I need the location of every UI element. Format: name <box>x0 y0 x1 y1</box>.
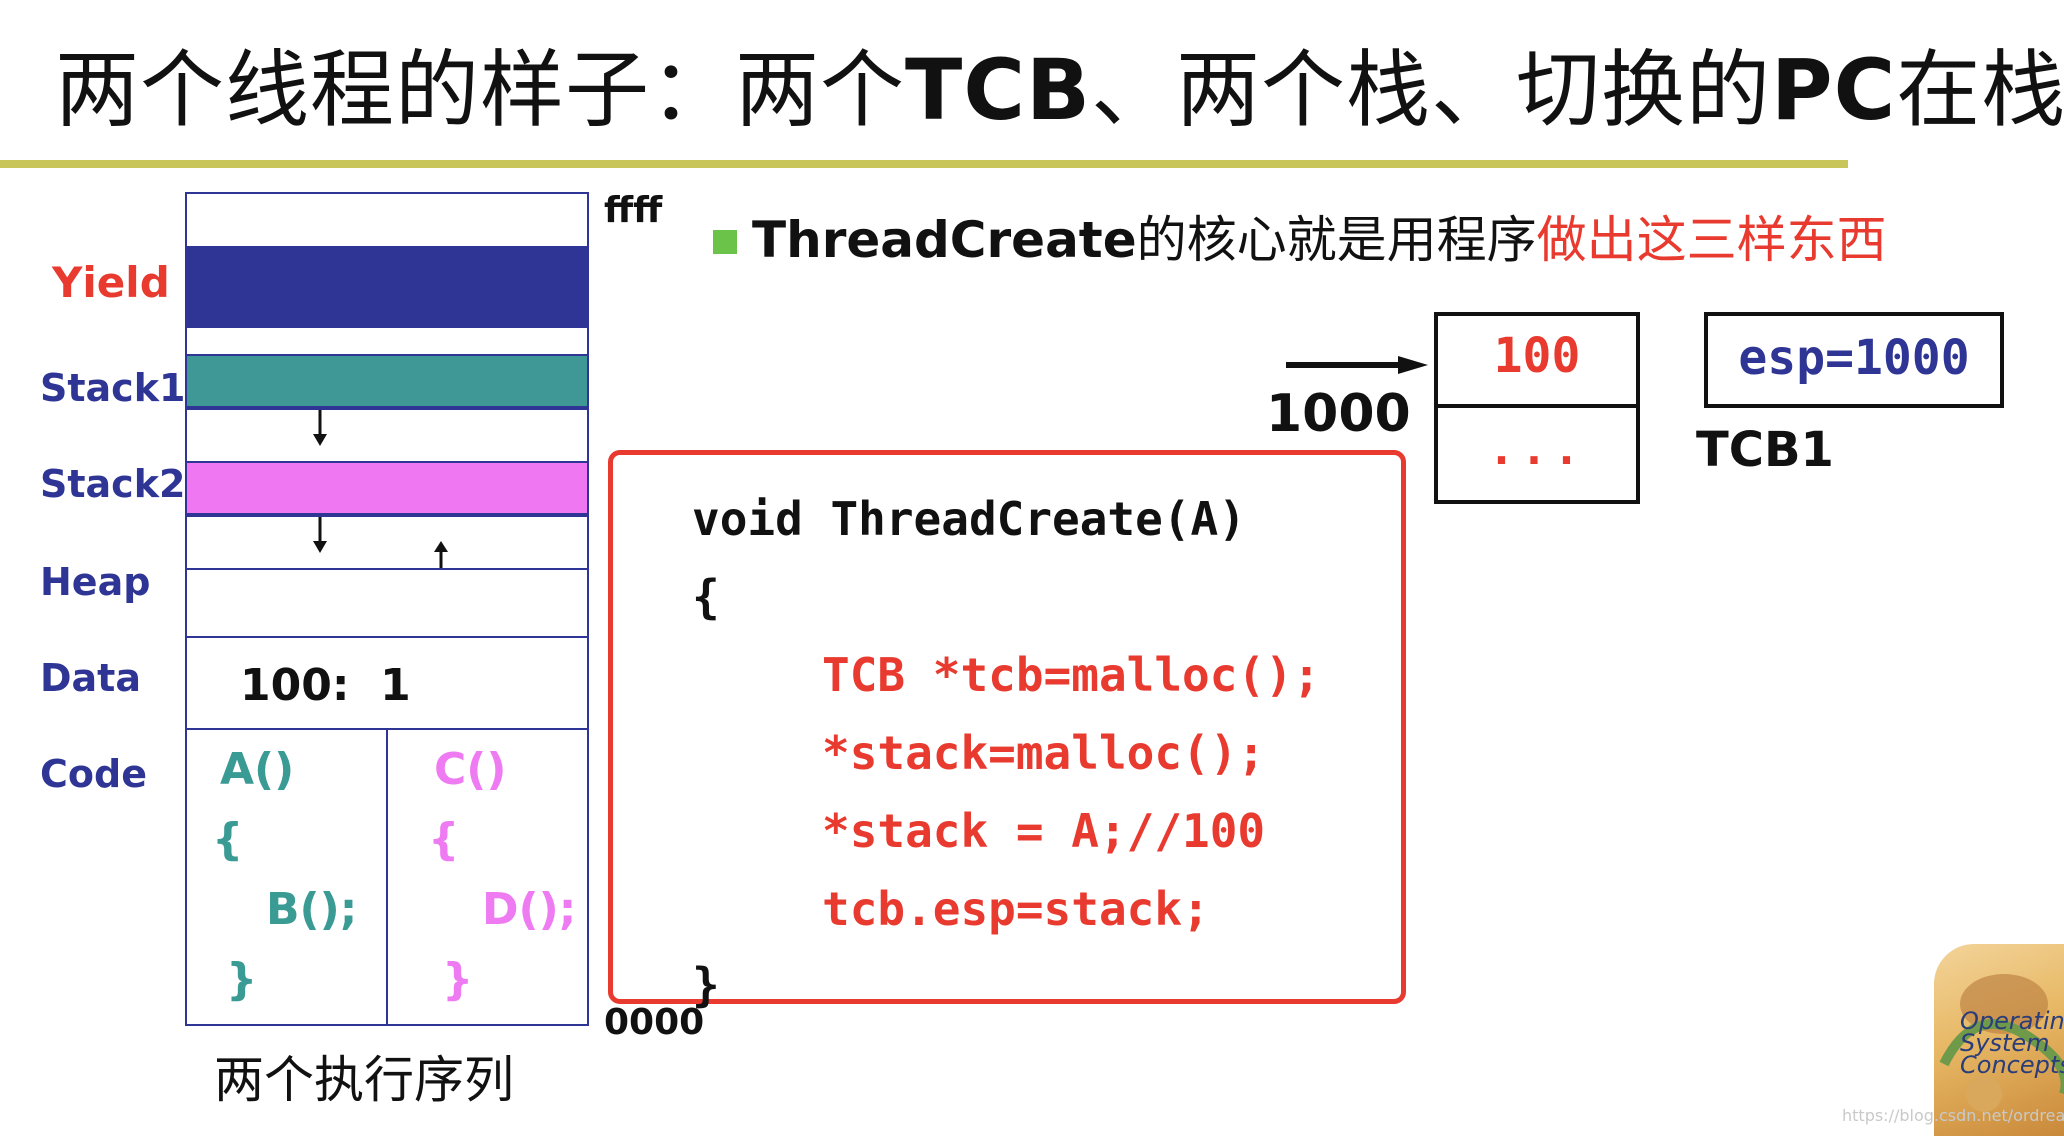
code-line-signature: void ThreadCreate(A) <box>692 492 1246 546</box>
code-line-stack-assign: *stack = A;//100 <box>822 804 1265 858</box>
separator <box>185 408 589 410</box>
memory-caption: 两个执行序列 <box>214 1040 514 1112</box>
label-heap: Heap <box>40 560 150 604</box>
code-func-a: A() <box>220 744 294 795</box>
code-call-d: D(); <box>482 884 576 935</box>
separator <box>185 568 589 570</box>
code-brace-open: { <box>212 814 243 865</box>
code-line-close-brace: } <box>692 958 720 1012</box>
label-stack1: Stack1 <box>40 366 185 410</box>
stack-grow-down-arrow-icon <box>308 517 332 555</box>
book-logo-text: Operating System Concepts <box>1960 1010 2064 1076</box>
tcb1-esp-value: esp=1000 <box>1704 330 2004 386</box>
code-brace-close: } <box>442 954 473 1005</box>
bullet-square-icon <box>713 230 737 254</box>
heap-grow-up-arrow-icon <box>429 540 453 568</box>
code-line-malloc-stack: *stack=malloc(); <box>822 726 1265 780</box>
pointer-arrow-icon <box>1286 350 1428 380</box>
stack-cell-top: 100 <box>1434 328 1640 384</box>
address-top: ffff <box>604 190 662 231</box>
separator <box>185 636 589 638</box>
code-divider <box>386 730 388 1026</box>
tcb1-label: TCB1 <box>1696 422 1834 478</box>
separator <box>185 515 589 517</box>
code-line-open-brace: { <box>692 570 720 624</box>
code-line-malloc-tcb: TCB *tcb=malloc(); <box>822 648 1321 702</box>
stack2-segment <box>185 461 589 515</box>
data-value: 100: 1 <box>240 660 411 711</box>
code-line-set-esp: tcb.esp=stack; <box>822 882 1210 936</box>
yield-segment <box>185 246 589 328</box>
label-stack2: Stack2 <box>40 462 185 506</box>
code-call-b: B(); <box>266 884 357 935</box>
address-bottom: 0000 <box>604 1002 704 1043</box>
code-brace-open: { <box>428 814 459 865</box>
title-underline <box>0 160 1848 168</box>
label-code: Code <box>40 752 147 796</box>
label-yield: Yield <box>52 258 170 307</box>
watermark: https://blog.csdn.net/ordream <box>1842 1106 2064 1125</box>
stack1-segment <box>185 354 589 408</box>
label-data: Data <box>40 656 141 700</box>
stack-cell-divider <box>1434 404 1640 408</box>
stack-address-label: 1000 <box>1266 384 1411 444</box>
code-func-c: C() <box>434 744 507 795</box>
stack-grow-down-arrow-icon <box>308 410 332 448</box>
slide-title: 两个线程的样子：两个TCB、两个栈、切换的PC在栈中 <box>55 40 2045 140</box>
stack-cell-bottom: ... <box>1434 424 1640 475</box>
intro-text: ThreadCreate的核心就是用程序做出这三样东西 <box>752 200 1887 272</box>
code-brace-close: } <box>226 954 257 1005</box>
